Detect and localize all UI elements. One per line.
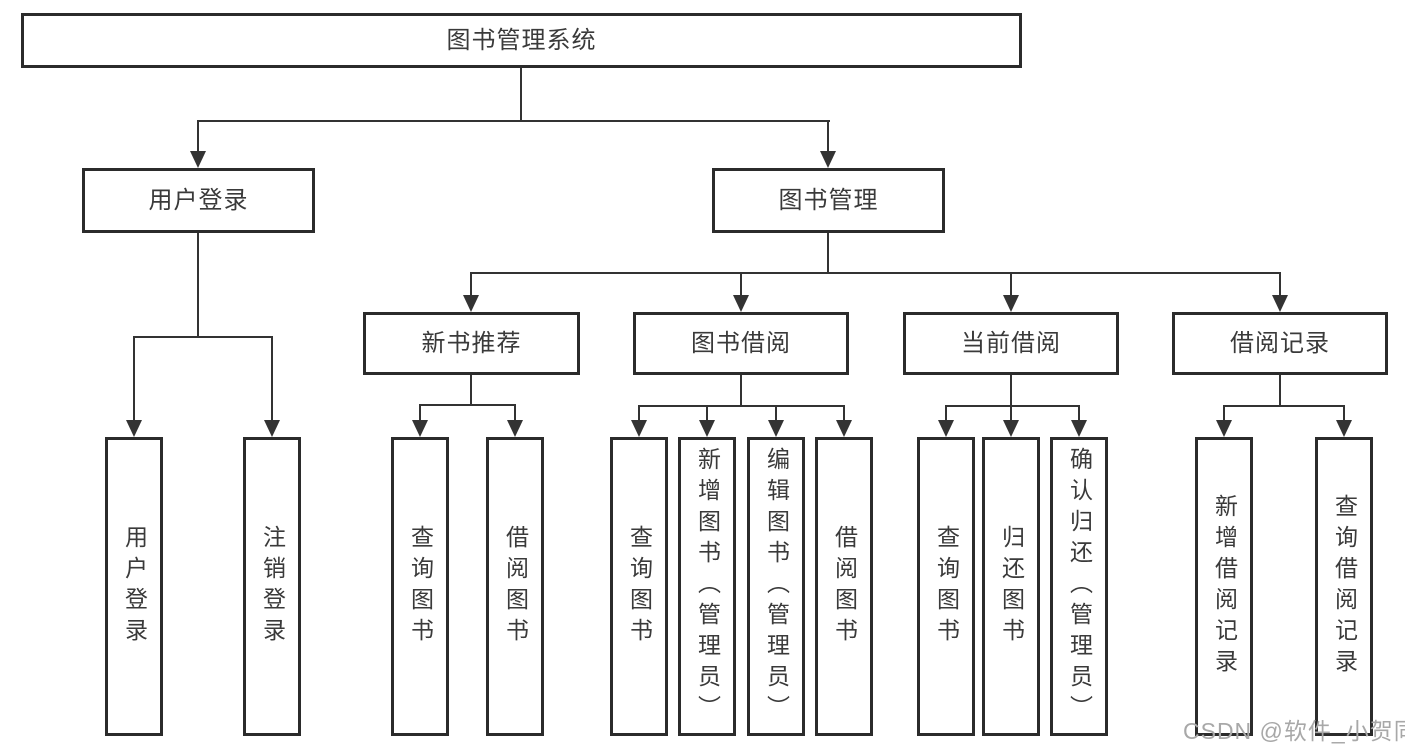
node-label: 新增借阅记录 [1211, 493, 1238, 680]
arrow-down-icon [1003, 272, 1019, 312]
arrow-down-icon [190, 120, 206, 168]
node-book-management-group: 图书管理 [712, 168, 945, 233]
arrow-down-icon [1003, 405, 1019, 437]
node-label: 查询图书 [407, 524, 434, 649]
arrow-down-icon [264, 336, 280, 437]
node-label: 查询图书 [626, 524, 653, 649]
connector-line [638, 405, 845, 407]
node-current-borrowing: 当前借阅 [903, 312, 1119, 375]
arrow-down-icon [768, 405, 784, 437]
node-label: 查询借阅记录 [1331, 493, 1358, 680]
arrow-down-icon [1336, 405, 1352, 437]
arrow-down-icon [836, 405, 852, 437]
connector-line [520, 68, 522, 122]
connector-line [470, 272, 1281, 274]
leaf-borrow-books: 借阅图书 [815, 437, 873, 736]
leaf-query-books-recommend: 查询图书 [391, 437, 449, 736]
leaf-return-books: 归还图书 [982, 437, 1040, 736]
node-label: 借阅图书 [831, 524, 858, 649]
node-label: 注销登录 [259, 524, 286, 649]
node-label: 图书管理 [778, 186, 879, 214]
leaf-add-books-admin: 新增图书（管理员） [678, 437, 736, 736]
node-label: 图书管理系统 [446, 26, 597, 54]
arrow-down-icon [733, 272, 749, 312]
node-label: 当前借阅 [961, 329, 1061, 357]
node-label: 编辑图书（管理员） [763, 447, 790, 726]
connector-line [197, 233, 199, 338]
arrow-down-icon [126, 336, 142, 437]
leaf-add-borrow-record: 新增借阅记录 [1195, 437, 1253, 736]
arrow-down-icon [1071, 405, 1087, 437]
node-book-borrowing: 图书借阅 [633, 312, 849, 375]
connector-line [1279, 375, 1281, 407]
connector-line [1223, 405, 1345, 407]
node-label: 新增图书（管理员） [694, 447, 721, 726]
leaf-edit-books-admin: 编辑图书（管理员） [747, 437, 805, 736]
leaf-borrow-books-recommend: 借阅图书 [486, 437, 544, 736]
arrow-down-icon [1272, 272, 1288, 312]
node-borrowing-records: 借阅记录 [1172, 312, 1388, 375]
node-new-book-recommendation: 新书推荐 [363, 312, 580, 375]
node-label: 归还图书 [998, 524, 1025, 649]
node-user-login-group: 用户登录 [82, 168, 315, 233]
arrow-down-icon [820, 120, 836, 168]
leaf-query-books-borrow: 查询图书 [610, 437, 668, 736]
arrow-down-icon [1216, 405, 1232, 437]
leaf-logout: 注销登录 [243, 437, 301, 736]
arrow-down-icon [463, 272, 479, 312]
arrow-down-icon [631, 405, 647, 437]
arrow-down-icon [507, 404, 523, 437]
node-label: 新书推荐 [421, 329, 522, 357]
connector-line [827, 233, 829, 274]
csdn-watermark: CSDN @软件_小贺同学 [1183, 718, 1405, 744]
node-label: 借阅图书 [502, 524, 529, 649]
connector-line [470, 375, 472, 406]
node-label: 用户登录 [148, 186, 249, 214]
node-label: 图书借阅 [691, 329, 791, 357]
connector-line [133, 336, 273, 338]
node-label: 用户登录 [121, 524, 148, 649]
connector-line [740, 375, 742, 407]
leaf-user-login: 用户登录 [105, 437, 163, 736]
connector-line [1010, 375, 1012, 407]
arrow-down-icon [699, 405, 715, 437]
connector-line [197, 120, 830, 122]
connector-line [419, 404, 516, 406]
arrow-down-icon [938, 405, 954, 437]
arrow-down-icon [412, 404, 428, 437]
node-library-management-system: 图书管理系统 [21, 13, 1022, 68]
node-label: 借阅记录 [1230, 329, 1330, 357]
leaf-query-borrow-record: 查询借阅记录 [1315, 437, 1373, 736]
leaf-confirm-return-admin: 确认归还（管理员） [1050, 437, 1108, 736]
node-label: 查询图书 [933, 524, 960, 649]
connector-line [945, 405, 1080, 407]
node-label: 确认归还（管理员） [1066, 447, 1093, 726]
leaf-query-books-current: 查询图书 [917, 437, 975, 736]
